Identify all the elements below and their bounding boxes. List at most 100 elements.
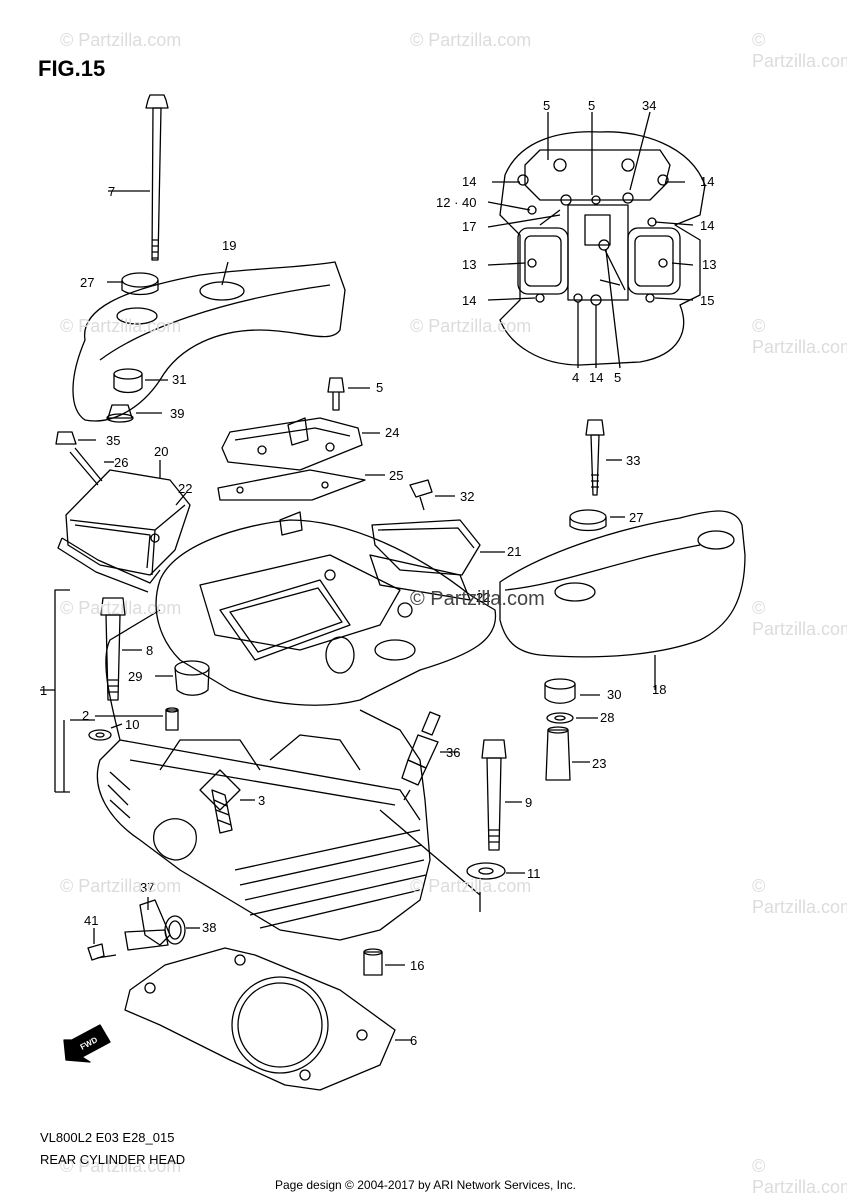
washer-27-top	[121, 272, 159, 296]
callout-label: 14	[462, 293, 476, 308]
section-name: REAR CYLINDER HEAD	[40, 1152, 186, 1167]
watermark: © Partzilla.com	[410, 30, 532, 50]
watermark: © Partzilla.com	[60, 1156, 182, 1176]
bolt-33	[585, 419, 622, 496]
washer-11	[466, 862, 525, 880]
callout-label: 5	[588, 98, 595, 113]
cover-18	[499, 510, 746, 690]
callout-label: 15	[700, 293, 714, 308]
callout-label: 27	[629, 510, 643, 525]
callout-label: 14	[589, 370, 603, 385]
gasket-22-left	[57, 492, 187, 593]
callout-label: 14	[462, 174, 476, 189]
o-ring-38	[164, 915, 200, 945]
watermark: © Partzilla.com	[752, 876, 847, 917]
watermark: © Partzilla.com	[752, 30, 847, 71]
gasket-22-right	[369, 554, 471, 601]
callout-label: 13	[702, 257, 716, 272]
callout-label: 25	[389, 468, 403, 483]
callout-label: 32	[460, 489, 474, 504]
watermark: © Partzilla.com	[410, 316, 532, 336]
cap-24	[221, 417, 380, 471]
stud-3	[211, 789, 255, 834]
washer-27-right	[569, 509, 625, 532]
callout-label: 38	[202, 920, 216, 935]
watermark: © Partzilla.com	[410, 876, 532, 896]
callout-label: 33	[626, 453, 640, 468]
head-top-view-inset	[487, 111, 706, 369]
callout-label: 22	[476, 590, 490, 605]
forward-direction-arrow	[63, 1024, 111, 1063]
callout-label: 4	[572, 370, 579, 385]
spark-plug-36	[401, 711, 458, 801]
callout-label: 8	[146, 643, 153, 658]
callout-label: 14	[700, 218, 714, 233]
watermark: © Partzilla.com	[60, 30, 182, 50]
bolt-26	[69, 447, 114, 486]
callout-label: 31	[172, 372, 186, 387]
bolt-35	[55, 431, 96, 445]
callout-label: 12 · 40	[436, 195, 476, 210]
callout-label: 19	[222, 238, 236, 253]
bolt-7	[108, 94, 169, 261]
callout-label: 22	[178, 481, 192, 496]
callout-label: 14	[700, 174, 714, 189]
watermark: © Partzilla.com	[752, 1156, 847, 1197]
bolt-5	[327, 377, 370, 411]
callout-label: 17	[462, 219, 476, 234]
watermark: © Partzilla.com	[60, 876, 182, 896]
callout-label: 23	[592, 756, 606, 771]
callout-label: 18	[652, 682, 666, 697]
bolt-8	[100, 597, 142, 701]
collar-39	[106, 404, 162, 423]
callout-label: 29	[128, 669, 142, 684]
callout-label: 37	[140, 880, 154, 895]
callout-label: 36	[446, 745, 460, 760]
callout-label: 5	[376, 380, 383, 395]
callout-label: 5	[614, 370, 621, 385]
callout-label: 6	[410, 1033, 417, 1048]
gasket-25	[217, 469, 385, 501]
callout-label: 7	[108, 184, 115, 199]
callout-label: 21	[507, 544, 521, 559]
callout-label: 27	[80, 275, 94, 290]
page-footer: Page design © 2004-2017 by ARI Network S…	[275, 1178, 577, 1192]
callout-label: 35	[106, 433, 120, 448]
watermark: © Partzilla.com	[60, 316, 182, 336]
head-gasket-6	[124, 947, 412, 1091]
cover-20	[65, 460, 191, 576]
callout-label: 3	[258, 793, 265, 808]
guide-line	[379, 809, 481, 912]
callout-label: 20	[154, 444, 168, 459]
figure-title: FIG.15	[38, 56, 106, 81]
cylinder-head-1	[40, 511, 497, 941]
callout-label: 5	[543, 98, 550, 113]
callout-label: 11	[527, 866, 541, 881]
washer-10	[88, 723, 123, 741]
center-watermark: © Partzilla.com	[410, 588, 545, 610]
callout-label: 34	[642, 98, 656, 113]
head-cover-19	[72, 261, 346, 422]
callout-label: 2	[82, 708, 89, 723]
plug-29	[155, 660, 210, 696]
callout-label: 24	[385, 425, 399, 440]
model-code: VL800L2 E03 E28_015	[40, 1130, 175, 1145]
watermark: © Partzilla.com	[60, 598, 182, 618]
bolt-41	[87, 928, 117, 961]
callout-label: 1	[40, 683, 47, 698]
bolt-9	[481, 739, 522, 851]
callout-label: 26	[114, 455, 128, 470]
callout-label: 41	[84, 913, 98, 928]
callout-label: 28	[600, 710, 614, 725]
washer-28	[546, 712, 598, 724]
dowel-2	[95, 707, 179, 731]
callout-label: 9	[525, 795, 532, 810]
fitting-37	[124, 897, 171, 951]
grommet-30	[544, 678, 600, 704]
callout-label: 39	[170, 406, 184, 421]
watermark: © Partzilla.com	[752, 316, 847, 357]
dowel-16	[363, 948, 405, 976]
watermark: © Partzilla.com	[752, 598, 847, 639]
bolt-32	[409, 479, 455, 511]
callout-label: 30	[607, 687, 621, 702]
